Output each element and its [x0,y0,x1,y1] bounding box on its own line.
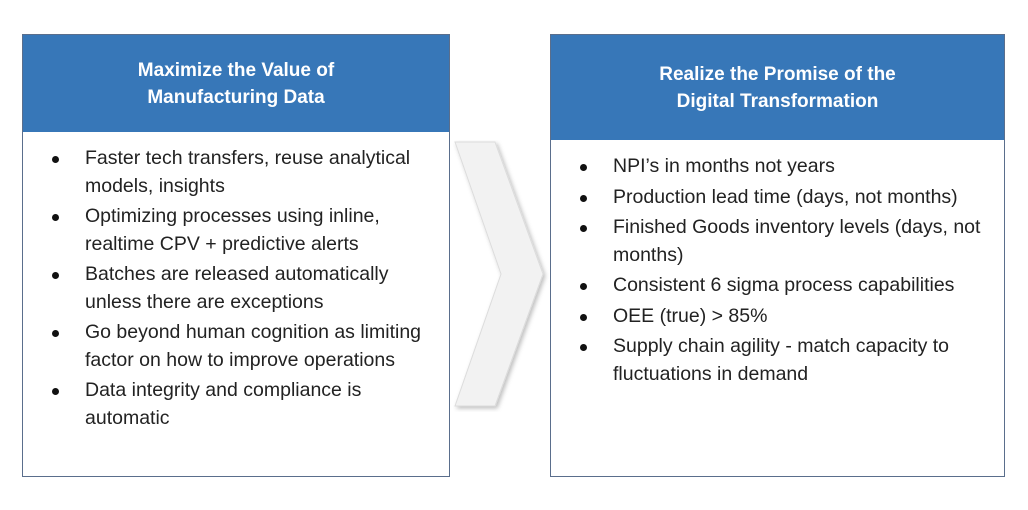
right-bullet-item: Finished Goods inventory levels (days, n… [551,214,992,269]
chevron-arrow-shape [454,141,544,407]
right-bullet-item: Consistent 6 sigma process capabilities [551,272,992,300]
left-panel-title-line-1: Maximize the Value of [137,59,335,81]
right-bullet-item: NPI’s in months not years [551,153,992,181]
right-bullet-list: NPI’s in months not years Production lea… [551,140,1004,388]
left-bullet-item: Batches are released automatically unles… [23,261,435,316]
left-panel-title-line-2: Manufacturing Data [147,86,325,108]
left-bullet-item: Go beyond human cognition as limiting fa… [23,319,435,374]
left-panel-header: Maximize the Value of Manufacturing Data [23,35,449,132]
right-bullet-item: Supply chain agility - match capacity to… [551,333,992,388]
chevron-arrow-icon [454,141,544,407]
left-bullet-list: Faster tech transfers, reuse analytical … [23,132,449,432]
left-bullet-item: Faster tech transfers, reuse analytical … [23,145,435,200]
right-bullet-item: OEE (true) > 85% [551,303,992,331]
right-panel: Realize the Promise of the Digital Trans… [550,34,1005,477]
left-panel: Maximize the Value of Manufacturing Data… [22,34,450,477]
left-bullet-item: Optimizing processes using inline, realt… [23,203,435,258]
left-bullet-item: Data integrity and compliance is automat… [23,377,435,432]
right-bullet-item: Production lead time (days, not months) [551,184,992,212]
right-panel-title-line-2: Digital Transformation [676,90,879,112]
right-panel-title-line-1: Realize the Promise of the [659,63,896,85]
right-panel-header: Realize the Promise of the Digital Trans… [551,35,1004,140]
